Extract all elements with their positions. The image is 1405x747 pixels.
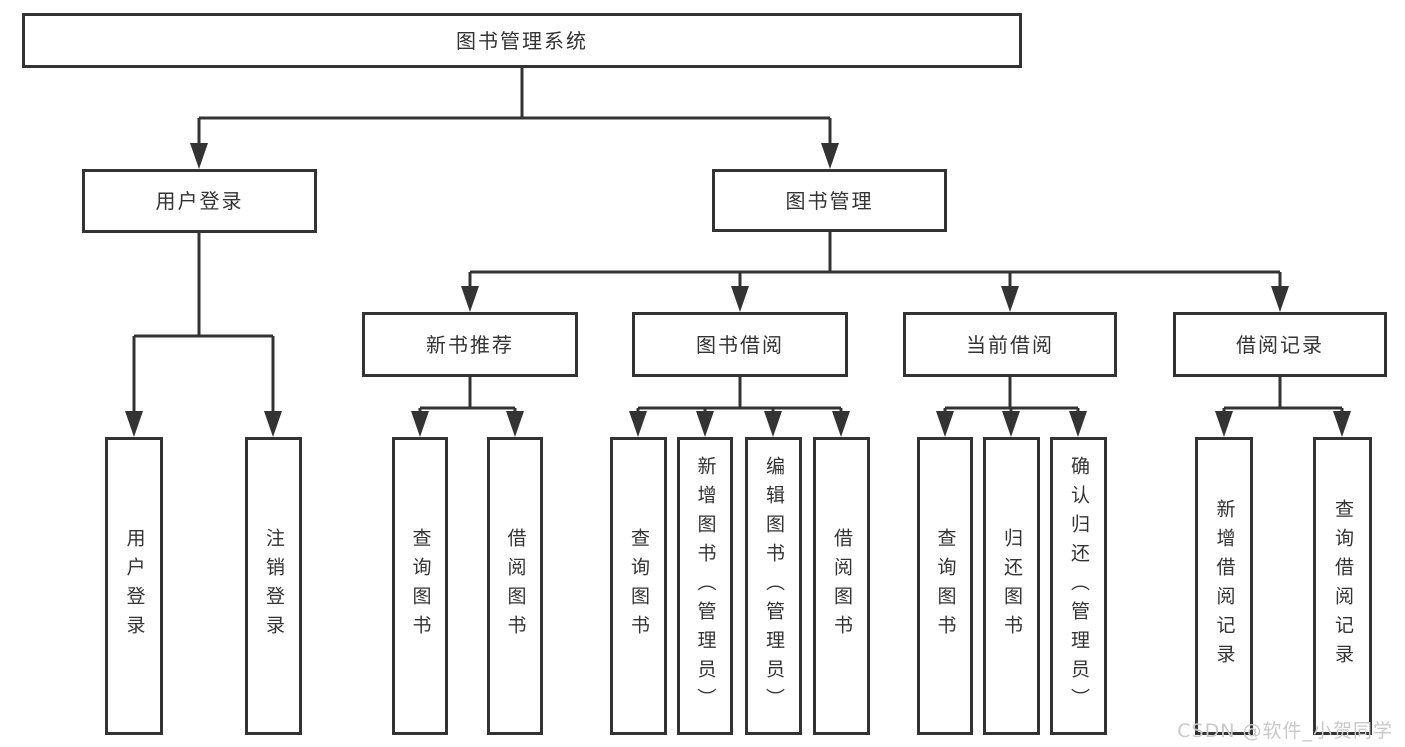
leaf-borrow-borrow-books-label: 借阅图书 [831,528,853,644]
leaf-logout: 注销登录 [245,437,302,735]
leaf-current-query-books: 查询图书 [917,437,973,735]
node-library-system: 图书管理系统 [22,13,1022,68]
node-borrow-records-label: 借阅记录 [1236,332,1324,357]
leaf-borrow-borrow-books: 借阅图书 [813,437,870,735]
watermark: CSDN @软件_小贺同学 [1177,720,1393,742]
leaf-borrow-query-books-label: 查询图书 [628,528,650,644]
leaf-logout-label: 注销登录 [263,528,285,644]
leaf-records-query-record: 查询借阅记录 [1313,437,1372,735]
node-book-management: 图书管理 [712,169,947,232]
leaf-borrow-edit-books-admin-label: 编辑图书（管理员） [763,455,785,717]
leaf-current-confirm-return-admin-label: 确认归还（管理员） [1068,455,1090,717]
node-current-borrow-label: 当前借阅 [966,332,1054,357]
leaf-borrow-query-books: 查询图书 [610,437,667,735]
leaf-recommend-borrow-books: 借阅图书 [487,437,543,735]
leaf-current-return-books: 归还图书 [983,437,1040,735]
leaf-user-login-label: 用户登录 [123,528,146,644]
node-book-borrow-label: 图书借阅 [696,332,784,357]
leaf-recommend-query-books: 查询图书 [392,437,448,735]
node-borrow-records: 借阅记录 [1173,312,1387,377]
leaf-current-confirm-return-admin: 确认归还（管理员） [1050,437,1107,735]
node-book-management-label: 图书管理 [785,188,874,213]
node-current-borrow: 当前借阅 [903,312,1117,377]
node-book-borrow: 图书借阅 [632,312,848,377]
node-user-login: 用户登录 [82,169,317,233]
leaf-current-return-books-label: 归还图书 [1001,528,1023,644]
node-user-login-label: 用户登录 [155,189,244,213]
leaf-user-login: 用户登录 [105,437,163,735]
leaf-recommend-query-books-label: 查询图书 [409,528,432,644]
leaf-borrow-edit-books-admin: 编辑图书（管理员） [745,437,802,735]
node-library-system-label: 图书管理系统 [456,28,588,53]
leaf-records-add-record-label: 新增借阅记录 [1213,499,1236,673]
leaf-borrow-add-books-admin-label: 新增图书（管理员） [694,455,717,717]
leaf-recommend-borrow-books-label: 借阅图书 [504,528,527,644]
leaf-current-query-books-label: 查询图书 [934,528,957,644]
leaf-records-query-record-label: 查询借阅记录 [1332,499,1354,673]
leaf-records-add-record: 新增借阅记录 [1195,437,1253,735]
node-new-book-recommend: 新书推荐 [362,312,578,377]
leaf-borrow-add-books-admin: 新增图书（管理员） [677,437,733,735]
node-new-book-recommend-label: 新书推荐 [426,332,514,357]
